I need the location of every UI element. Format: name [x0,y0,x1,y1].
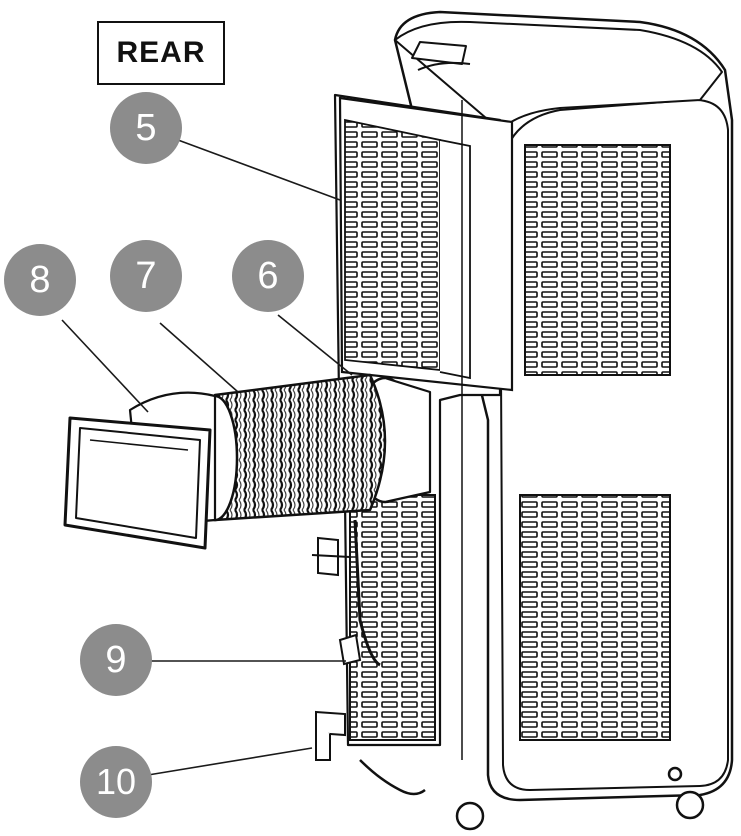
callout-10: 10 [80,746,152,818]
exhaust-hose-assembly [63,373,432,550]
rear-view-label: REAR [97,21,225,85]
leader-lines [61,139,353,776]
callout-7: 7 [110,240,182,312]
side-grille-upper [524,144,671,376]
lower-rear-grille [349,494,436,741]
callout-9: 9 [80,624,152,696]
callout-6: 6 [232,240,304,312]
drain-plugs [311,519,426,796]
callout-5: 5 [110,92,182,164]
side-grille-lower [519,494,671,741]
upper-rear-grille [338,96,514,392]
callout-8: 8 [4,244,76,316]
casters [455,766,705,831]
